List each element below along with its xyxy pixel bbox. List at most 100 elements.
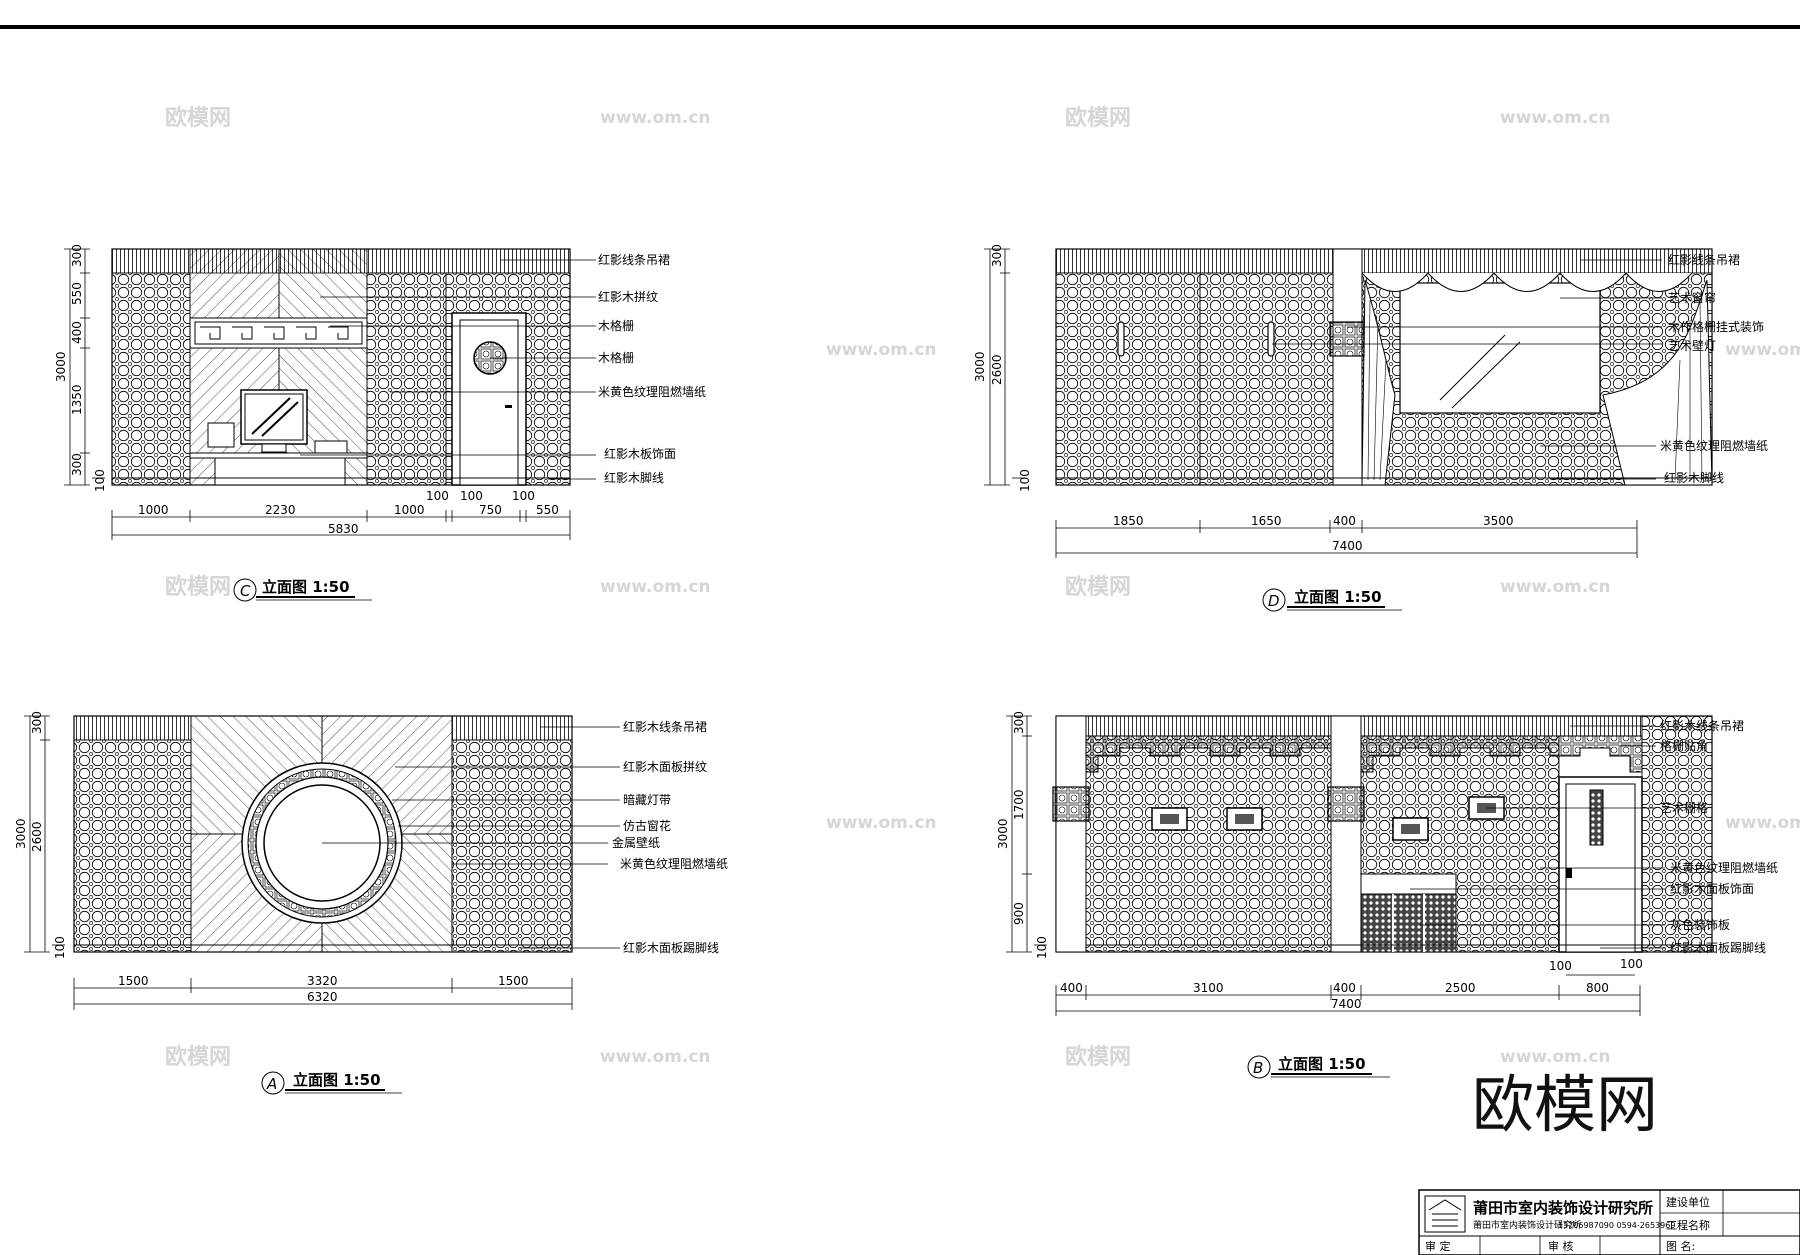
- wallpaper-left: [1085, 735, 1332, 953]
- height-dim-labels: 300 2600 100 3000: [973, 244, 1032, 492]
- drawing-label: 3000: [54, 351, 68, 382]
- drawing-label: 红影木脚线: [1664, 470, 1724, 485]
- drawing-label: 1500: [498, 974, 529, 988]
- elevation-d: [1055, 248, 1713, 486]
- drawing-label: 1850: [1113, 514, 1144, 528]
- drawing-label: 1350: [70, 384, 84, 415]
- drawing-label: 仿古窗花: [623, 818, 671, 833]
- elevation-d-annotations: 300 2600 100 3000 1850 1650 400 3500 740…: [973, 244, 1768, 612]
- drawing-label: D: [1268, 592, 1280, 610]
- drawing-label: 红影木板饰面: [604, 446, 676, 461]
- curtain-right-folds: [1674, 299, 1703, 481]
- ceiling-valance-right: [1361, 248, 1713, 274]
- watermark-url: www.om.cn: [1500, 1047, 1611, 1067]
- drawing-label: 550: [536, 503, 559, 517]
- av-receiver: [314, 440, 348, 454]
- ceiling-valance-right: [451, 715, 573, 741]
- wallpaper-right: [366, 272, 447, 486]
- drawing-label: 暗藏灯带: [623, 792, 671, 807]
- drawing-label: 100: [93, 469, 107, 492]
- drawing-label: 400: [1060, 981, 1083, 995]
- drawing-label: 400: [1333, 981, 1356, 995]
- corner-lattice-left: [1085, 735, 1332, 773]
- screen-reflection: [251, 397, 299, 437]
- speaker: [207, 422, 235, 448]
- drawing-label: 红影木面板饰面: [1670, 881, 1754, 896]
- drawing-label: 7400: [1332, 539, 1363, 553]
- drawing-label: 100: [1549, 959, 1572, 973]
- drawing-label: 300: [30, 711, 44, 734]
- drawing-label: C: [240, 582, 251, 600]
- drawing-label: 900: [1012, 902, 1026, 925]
- elevation-a-title: A 立面图 1:50: [261, 1071, 402, 1095]
- curtain-valance: [1361, 272, 1693, 292]
- field-approve: 审 定: [1425, 1239, 1451, 1253]
- drawing-label: 米黄色纹理阻燃墙纸: [620, 856, 728, 871]
- watermark-url: www.om.cn: [1500, 577, 1611, 597]
- drawing-label: 100: [53, 936, 67, 959]
- drawing-label: 100: [426, 489, 449, 503]
- drawing-label: 米黄色纹理阻燃墙纸: [598, 384, 706, 399]
- drawing-label: 红影木面板拼纹: [623, 759, 707, 774]
- drawing-label: 红影木线条吊裙: [1660, 718, 1744, 733]
- drawing-label: 红影木拼纹: [598, 289, 658, 304]
- drawing-label: 100: [1018, 469, 1032, 492]
- drawing-label: 1700: [1012, 789, 1026, 820]
- watermark-url: www.om.cn: [600, 577, 711, 597]
- drawing-label: 2230: [265, 503, 296, 517]
- elevation-c-annotations: 300 550 400 1350 300 100 3000 1000 2230 …: [54, 244, 706, 602]
- watermark-brand: 欧模网: [165, 1044, 231, 1070]
- watermarks: 欧模网 www.om.cn 欧模网 www.om.cn www.om.cn ww…: [0, 105, 1800, 1070]
- television-screen: [244, 393, 304, 441]
- width-dim-labels: 1500 3320 1500 6320: [118, 974, 529, 1004]
- width-dim-labels: 1000 2230 1000 100 100 750 100 550 5830: [138, 489, 559, 536]
- elevation-b-annotations: 300 1700 900 100 3000 400 3100 400 2500 …: [996, 711, 1778, 1079]
- material-labels: 红影木线条吊裙 红影木面板拼纹 暗藏灯带 仿古窗花 金属壁纸 米黄色纹理阻燃墙纸…: [612, 719, 728, 955]
- field-drawing-name: 图 名:: [1666, 1239, 1695, 1253]
- drawing-label: 2600: [990, 354, 1004, 385]
- door-grille-panel: [1589, 789, 1604, 846]
- drawing-label: 立面图 1:50: [1278, 1055, 1366, 1073]
- width-dims: [73, 978, 573, 1010]
- wallpaper-right: [451, 739, 573, 953]
- elevation-marker: [233, 578, 257, 602]
- column-left: [1055, 715, 1087, 953]
- leader-lines: [1410, 725, 1665, 949]
- drawing-label: 木格栅: [598, 350, 634, 365]
- drawing-label: 米黄色纹理阻燃墙纸: [1670, 860, 1778, 875]
- drawing-label: 红影木面板踢脚线: [1670, 940, 1766, 955]
- glass-reflection: [1439, 334, 1521, 409]
- width-dim-labels: 400 3100 400 2500 100 800 100 7400: [1060, 957, 1643, 1011]
- leader-lines: [1272, 259, 1662, 480]
- drawing-label: 3000: [973, 351, 987, 382]
- wall-lamp-right: [1267, 321, 1275, 357]
- corner-lattice-right: [1360, 735, 1643, 773]
- drawing-label: 100: [512, 489, 535, 503]
- company-name: 莆田市室内装饰设计研究所: [1473, 1199, 1653, 1217]
- watermark-url: www.om.cn: [0, 813, 1, 833]
- drawing-label: 300: [70, 453, 84, 476]
- elevation-marker: [261, 1071, 285, 1095]
- ceiling-valance-left: [73, 715, 192, 741]
- elevation-d-title: D 立面图 1:50: [1262, 588, 1402, 612]
- leader-lines: [322, 726, 620, 949]
- drawing-label: 灰色装饰板: [1670, 918, 1730, 932]
- drawing-label: 100: [1035, 936, 1049, 959]
- field-project-name: 工程名称: [1666, 1218, 1710, 1232]
- drawing-label: 红影线条吊裙: [1668, 252, 1740, 267]
- watermark-url: www.om.cn: [0, 340, 1, 360]
- drawing-label: 100: [460, 489, 483, 503]
- field-review: 审 核: [1548, 1239, 1574, 1253]
- elevation-b-title: B 立面图 1:50: [1247, 1055, 1390, 1079]
- drawing-label: 3000: [14, 818, 28, 849]
- drawing-label: 3000: [996, 818, 1010, 849]
- art-grille-mid: [1327, 786, 1365, 822]
- drawing-label: 1000: [394, 503, 425, 517]
- drawing-label: 400: [70, 321, 84, 344]
- drawing-label: A: [266, 1075, 277, 1093]
- field-construction-unit: 建设单位: [1666, 1195, 1710, 1209]
- drawing-label: 800: [1586, 981, 1609, 995]
- drawing-label: 100: [1620, 957, 1643, 971]
- elevation-b: [1052, 715, 1713, 953]
- elevation-a: [73, 715, 573, 953]
